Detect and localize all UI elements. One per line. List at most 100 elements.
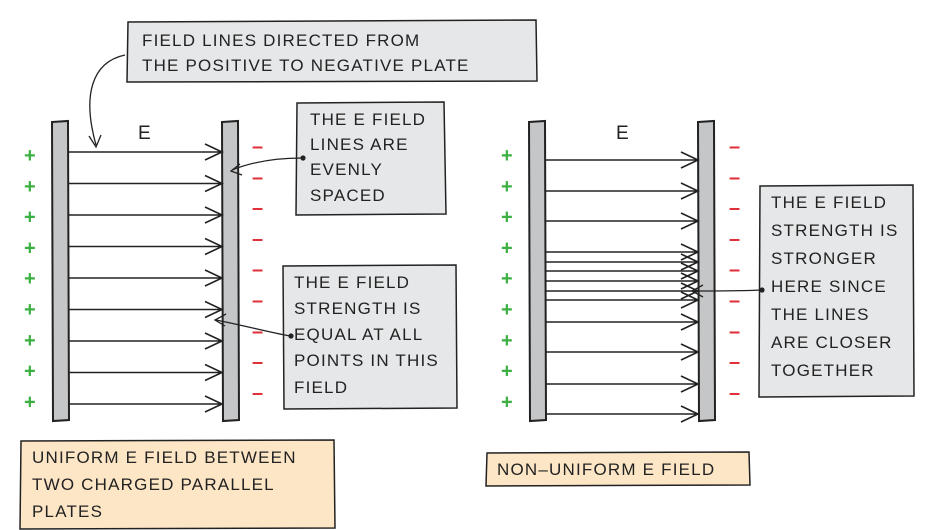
uniform-field-lines	[68, 143, 224, 413]
field-line-arrow	[545, 272, 700, 290]
callout-line: HERE SINCE	[771, 277, 887, 296]
pointer-dot	[300, 155, 306, 161]
positive-sign: +	[24, 207, 36, 229]
field-line-arrow	[545, 262, 700, 280]
positive-sign: +	[24, 145, 36, 167]
field-line-arrow	[545, 182, 700, 200]
negative-sign: –	[252, 259, 263, 281]
field-line-arrow	[545, 151, 700, 169]
non-uniform-field-lines	[545, 151, 700, 423]
positive-sign: +	[24, 176, 36, 198]
caption-line: UNIFORM E FIELD BETWEEN	[32, 448, 297, 467]
positive-sign: +	[501, 237, 513, 259]
callout-line: THE E FIELD	[294, 273, 410, 292]
callout-line: TOGETHER	[771, 361, 875, 380]
field-line-arrow	[545, 243, 700, 261]
positive-sign: +	[24, 391, 36, 413]
callout-stronger-field: THE E FIELD STRENGTH IS STRONGER HERE SI…	[758, 184, 915, 398]
field-line-arrow	[545, 212, 700, 230]
caption-line: PLATES	[32, 502, 103, 521]
field-line-arrow	[545, 405, 700, 423]
field-line-arrow	[545, 291, 700, 309]
field-line-arrow	[68, 174, 224, 193]
field-line-arrow	[545, 282, 700, 300]
negative-sign: –	[729, 382, 740, 404]
field-line-arrow	[68, 395, 224, 413]
positive-sign: +	[501, 207, 513, 229]
positive-sign: +	[24, 361, 36, 383]
negative-plate	[696, 119, 717, 423]
negative-sign: –	[729, 321, 740, 343]
pointer-arrowhead	[229, 163, 243, 176]
positive-sign: +	[501, 268, 513, 290]
field-line-arrow	[68, 143, 224, 161]
negative-sign: –	[729, 167, 740, 189]
negative-sign: –	[729, 259, 740, 281]
positive-sign: +	[501, 299, 513, 321]
callout-line: THE E FIELD	[771, 193, 887, 212]
callout-line: FIELD LINES DIRECTED FROM	[142, 31, 420, 50]
positive-sign: +	[501, 330, 513, 352]
caption-non-uniform-field: NON–UNIFORM E FIELD	[485, 451, 751, 487]
callout-line: POINTS IN THIS	[294, 351, 439, 370]
field-line-arrow	[68, 269, 224, 287]
positive-sign: +	[501, 176, 513, 198]
field-line-arrow	[68, 237, 224, 256]
negative-sign: –	[729, 228, 740, 250]
negative-sign: –	[729, 352, 740, 374]
pointer-arrowhead	[690, 284, 704, 298]
pointer-dot	[288, 333, 294, 339]
callout-line: EVENLY	[310, 160, 383, 179]
negative-sign: –	[252, 321, 263, 343]
pointer-evenly-spaced	[231, 157, 303, 171]
positive-sign: +	[501, 361, 513, 383]
right-panel: E +++++++++ ––––––––– THE E FIELD STRENG…	[485, 119, 915, 487]
callout-evenly-spaced: THE E FIELD LINES ARE EVENLY SPACED	[295, 101, 447, 216]
callout-line: THE E FIELD	[310, 110, 426, 129]
positive-sign: +	[24, 330, 36, 352]
negative-sign: –	[729, 290, 740, 312]
positive-sign: +	[24, 268, 36, 290]
positive-signs: +++++++++	[501, 145, 513, 413]
negative-signs: –––––––––	[252, 136, 263, 404]
callout-line: FIELD	[294, 378, 348, 397]
caption-line: NON–UNIFORM E FIELD	[497, 460, 715, 479]
pointer-field-direction	[89, 54, 126, 146]
positive-sign: +	[501, 391, 513, 413]
field-line-arrow	[68, 332, 224, 350]
caption-uniform-field: UNIFORM E FIELD BETWEEN TWO CHARGED PARA…	[19, 439, 336, 530]
positive-sign: +	[24, 299, 36, 321]
callout-line: STRONGER	[771, 249, 877, 268]
field-line-arrow	[68, 363, 224, 382]
callout-line: ARE CLOSER	[771, 333, 893, 352]
pointer-arrowhead	[88, 134, 102, 149]
field-symbol-e: E	[138, 123, 151, 144]
positive-plate	[527, 119, 548, 423]
callout-line: SPACED	[310, 186, 386, 205]
negative-sign: –	[252, 290, 263, 312]
field-line-arrow	[68, 206, 224, 224]
negative-sign: –	[252, 198, 263, 220]
field-line-arrow	[68, 300, 224, 319]
callout-line: STRENGTH IS	[771, 221, 899, 240]
field-line-arrow	[545, 375, 700, 393]
negative-sign: –	[252, 136, 263, 158]
positive-signs: + + + + + + + + +	[24, 145, 36, 413]
pointer-dot	[759, 287, 765, 293]
callout-line: LINES ARE	[310, 135, 409, 154]
callout-line: EQUAL AT ALL	[294, 325, 423, 344]
negative-sign: –	[252, 167, 263, 189]
callout-line: THE LINES	[771, 305, 870, 324]
negative-sign: –	[252, 382, 263, 404]
field-line-arrow	[545, 343, 700, 361]
left-panel: FIELD LINES DIRECTED FROM THE POSITIVE T…	[19, 19, 538, 530]
negative-signs: –––––––––	[729, 136, 740, 404]
field-line-arrow	[545, 253, 700, 271]
field-symbol-e: E	[616, 123, 629, 144]
callout-equal-strength: THE E FIELD STRENGTH IS EQUAL AT ALL POI…	[282, 264, 458, 410]
pointer-stronger-field	[692, 289, 763, 292]
negative-sign: –	[729, 136, 740, 158]
positive-plate	[50, 119, 71, 423]
positive-sign: +	[24, 237, 36, 259]
callout-field-direction: FIELD LINES DIRECTED FROM THE POSITIVE T…	[126, 19, 538, 83]
